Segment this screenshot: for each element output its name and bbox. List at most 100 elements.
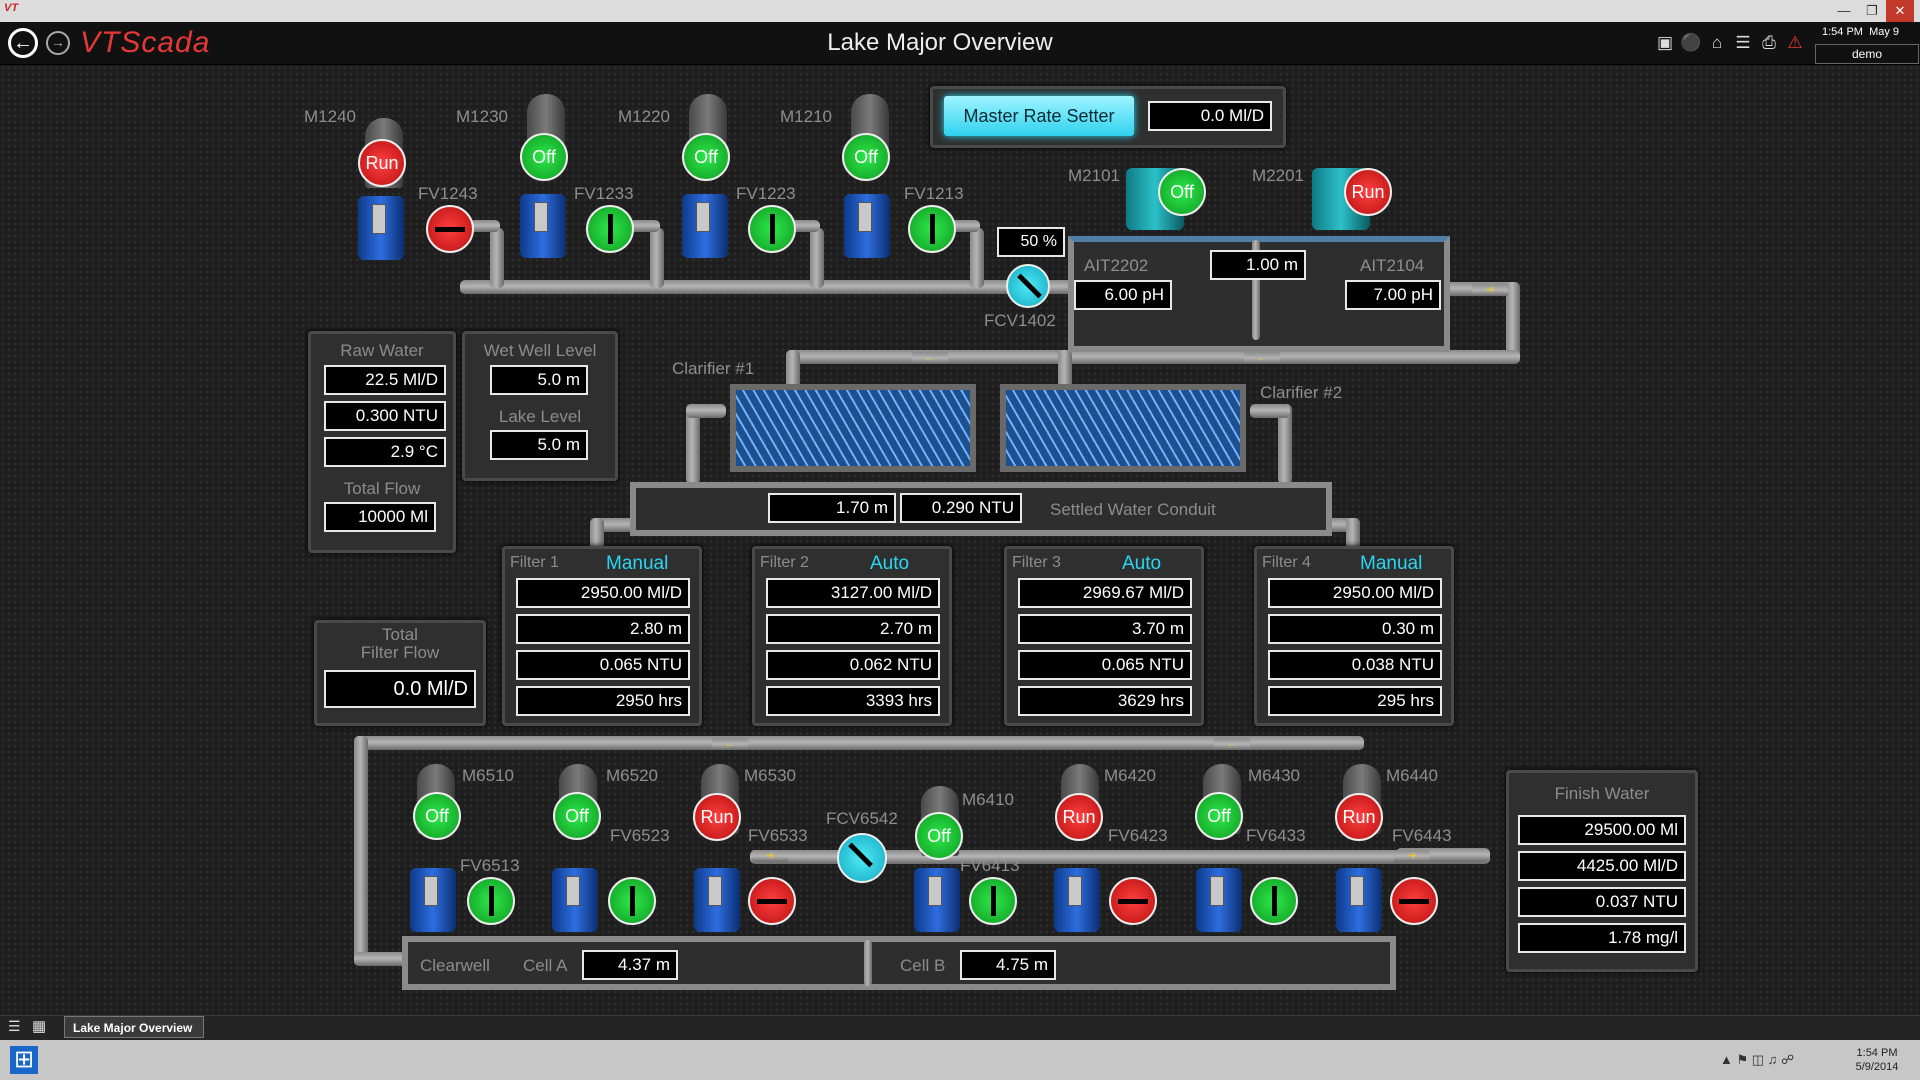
settled-level: 1.70 m <box>768 493 896 523</box>
master-rate-setter-button[interactable]: Master Rate Setter <box>944 96 1134 136</box>
restore-button[interactable]: ❐ <box>1866 3 1878 18</box>
close-button[interactable]: ✕ <box>1886 0 1914 22</box>
filter-mode[interactable]: Manual <box>1360 553 1423 574</box>
pipe <box>490 228 504 288</box>
pump-state-m6520[interactable]: Off <box>553 792 601 840</box>
report-icon[interactable]: ☰ <box>1735 33 1751 52</box>
valve-tag: FCV1402 <box>984 311 1056 330</box>
pipe <box>470 220 500 232</box>
valve-fv1213[interactable] <box>908 205 956 253</box>
header-clock: 1:54 PM May 9 <box>1822 26 1900 38</box>
flow-arrow-icon: ← <box>712 738 748 750</box>
pump-tag: M6520 <box>606 766 658 785</box>
tag-icon[interactable]: ⚫ <box>1680 33 1702 52</box>
pump-tag: M1230 <box>456 107 508 126</box>
pump-state-m6510[interactable]: Off <box>413 792 461 840</box>
filter-name: Filter 3 <box>1012 554 1061 571</box>
filter-flow: 2969.67 Ml/D <box>1018 578 1192 608</box>
pump-state-m6430[interactable]: Off <box>1195 792 1243 840</box>
pipe <box>786 350 800 390</box>
pump-state-m1210[interactable]: Off <box>842 133 890 181</box>
pipe <box>460 280 1020 294</box>
valve-fv6523[interactable] <box>608 877 656 925</box>
back-icon[interactable]: ← <box>8 28 38 58</box>
valve-tag: FV6533 <box>748 826 808 845</box>
ait2202-value: 6.00 pH <box>1074 280 1172 310</box>
pump-tag: M6420 <box>1104 766 1156 785</box>
user-badge[interactable]: demo <box>1815 44 1919 64</box>
print-icon[interactable]: ⎙ <box>1762 33 1776 52</box>
wet-well-title: Wet Well Level <box>483 341 597 360</box>
pump-state-m1240[interactable]: Run <box>358 139 406 187</box>
mixer-tag: M2101 <box>1068 166 1120 185</box>
pump-tag: M1220 <box>618 107 670 126</box>
page-taskbar <box>0 1015 1920 1040</box>
list-view-icon[interactable]: ☰ <box>8 1018 21 1034</box>
pipe <box>650 228 664 288</box>
mixer-state-m2201[interactable]: Run <box>1344 168 1392 216</box>
valve-tag: FV6433 <box>1246 826 1306 845</box>
alarm-home-icon[interactable]: ⌂ <box>1711 33 1723 52</box>
clarifier-1[interactable] <box>730 384 976 472</box>
valve-fv1243[interactable] <box>426 205 474 253</box>
raw-water-title: Raw Water <box>340 341 424 360</box>
clarifier-label: Clarifier #2 <box>1260 383 1343 402</box>
finish-water-title: Finish Water <box>1554 784 1650 803</box>
alarm-bell-icon[interactable]: ⚠ <box>1787 33 1803 52</box>
clarifier-2[interactable] <box>1000 384 1246 472</box>
filter-mode[interactable]: Auto <box>870 553 910 574</box>
valve-fv6433[interactable] <box>1250 877 1298 925</box>
filter-level: 2.70 m <box>766 614 940 644</box>
flow-arrow-icon: ➜ <box>1394 850 1430 862</box>
flow-arrow-icon: ➜ <box>1472 284 1508 296</box>
valve-fv6413[interactable] <box>969 877 1017 925</box>
pump-state-m6420[interactable]: Run <box>1055 793 1103 841</box>
control-valve-fcv6542[interactable] <box>837 833 887 883</box>
valve-tag: FV1243 <box>418 184 478 203</box>
minimize-button[interactable]: — <box>1837 3 1851 18</box>
filter-turbidity: 0.038 NTU <box>1268 650 1442 680</box>
cell-a-level: 4.37 m <box>582 950 678 980</box>
valve-fv6423[interactable] <box>1109 877 1157 925</box>
finish-water-turbidity: 0.037 NTU <box>1518 887 1686 917</box>
pump-state-m6440[interactable]: Run <box>1335 793 1383 841</box>
valve-fv1233[interactable] <box>586 205 634 253</box>
filter-level: 0.30 m <box>1268 614 1442 644</box>
filter-name: Filter 4 <box>1262 554 1311 571</box>
app-mark: VT <box>4 2 19 14</box>
finish-water-chlorine: 1.78 mg/l <box>1518 923 1686 953</box>
pump-state-m6410[interactable]: Off <box>915 812 963 860</box>
total-flow-label: Total Flow <box>343 479 421 498</box>
pump-state-m1220[interactable]: Off <box>682 133 730 181</box>
filter-runtime: 2950 hrs <box>516 686 690 716</box>
taskbar-tab-lake-major[interactable]: Lake Major Overview <box>64 1016 204 1038</box>
fcv1402-position: 50 % <box>997 227 1065 257</box>
filter-mode[interactable]: Auto <box>1122 553 1162 574</box>
valve-fv6443[interactable] <box>1390 877 1438 925</box>
image-icon[interactable]: ▣ <box>1656 33 1674 52</box>
valve-fv6533[interactable] <box>748 877 796 925</box>
grid-view-icon[interactable]: ▦ <box>32 1018 47 1035</box>
pipe <box>1252 240 1260 340</box>
mixer-state-m2101[interactable]: Off <box>1158 168 1206 216</box>
pump-state-m1230[interactable]: Off <box>520 133 568 181</box>
windows-start-icon[interactable]: ⊞ <box>10 1046 38 1074</box>
tray-icons[interactable]: ▲ ⚑ ◫ ♫ ☍ <box>1720 1052 1795 1067</box>
filter-runtime: 3393 hrs <box>766 686 940 716</box>
flow-arrow-icon: ➜ <box>752 850 788 862</box>
raw-pump-m1220[interactable] <box>682 94 734 258</box>
pipe <box>970 228 984 288</box>
raw-water-turbidity: 0.300 NTU <box>324 401 446 431</box>
forward-icon[interactable]: → <box>46 31 70 55</box>
pump-tag: M6410 <box>962 790 1014 809</box>
pump-state-m6530[interactable]: Run <box>693 793 741 841</box>
valve-fv1223[interactable] <box>748 205 796 253</box>
filter-mode[interactable]: Manual <box>606 553 669 574</box>
pipe <box>686 404 726 418</box>
valve-fv6513[interactable] <box>467 877 515 925</box>
pump-tag: M1210 <box>780 107 832 126</box>
pump-tag: M6510 <box>462 766 514 785</box>
control-valve-fcv1402[interactable] <box>1006 264 1050 308</box>
